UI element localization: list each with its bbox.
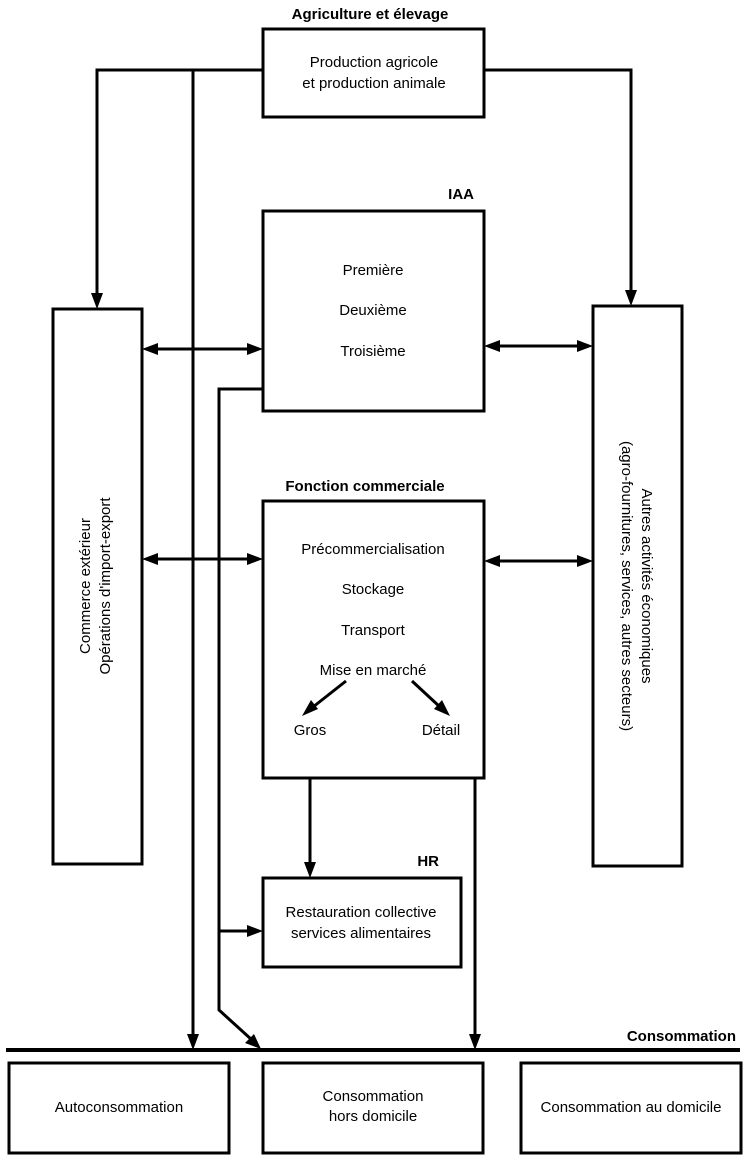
arrowhead: [247, 925, 263, 937]
agri-to-commerce-line: [95, 68, 263, 297]
mise-en-marche-to-detail-line: [410, 679, 442, 709]
iaa-item-deuxieme: Deuxième: [339, 302, 407, 319]
autres-activites-box: [591, 304, 684, 868]
iaa-box: [261, 209, 486, 413]
arrowhead: [245, 1034, 261, 1049]
arrowhead: [187, 1034, 199, 1050]
fonction-commerciale-box: [261, 499, 486, 780]
consommation-domicile-box: [519, 1061, 743, 1155]
domicile-label: Consommation au domicile: [541, 1099, 722, 1116]
arrowhead: [577, 555, 593, 567]
hors-domicile-line-1: Consommation: [323, 1088, 424, 1105]
mise-en-marche-to-gros-line: [312, 679, 347, 709]
consommation-hors-domicile-box: [261, 1061, 485, 1155]
hr-heading: HR: [417, 853, 439, 870]
fonction-item-precommercialisation: Précommercialisation: [301, 541, 444, 558]
arrowhead: [247, 553, 263, 565]
commerce-exterieur-box: [51, 307, 144, 866]
hr-line-1: Restauration collective: [286, 904, 437, 921]
arrowhead: [302, 700, 318, 716]
iaa-item-premiere: Première: [343, 262, 404, 279]
autres-line-2: (agro-fournitures, services, autres sect…: [618, 441, 635, 731]
fonction-item-mise-en-marche: Mise en marché: [320, 662, 427, 679]
autres-label-group: Autres activités économiques (agro-fourn…: [618, 441, 655, 731]
arrowhead: [142, 343, 158, 355]
hr-box: [261, 876, 463, 969]
hr-line-2: services alimentaires: [291, 925, 431, 942]
autoconsommation-box: [7, 1061, 231, 1155]
agri-to-autres-line: [484, 68, 633, 294]
agriculture-line-2: et production animale: [302, 75, 445, 92]
fonction-item-stockage: Stockage: [342, 581, 405, 598]
arrowhead: [142, 553, 158, 565]
fonction-detail: Détail: [422, 722, 460, 739]
arrowhead: [91, 293, 103, 309]
arrowhead: [625, 290, 637, 306]
agriculture-heading: Agriculture et élevage: [292, 6, 449, 23]
fonction-item-transport: Transport: [341, 622, 405, 639]
arrowhead: [304, 862, 316, 878]
hors-domicile-line-2: hors domicile: [329, 1108, 417, 1125]
arrowhead: [247, 343, 263, 355]
arrowhead: [484, 340, 500, 352]
agriculture-box: [261, 27, 486, 119]
agriculture-line-1: Production agricole: [310, 54, 438, 71]
fonction-gros: Gros: [294, 722, 327, 739]
fonction-heading: Fonction commerciale: [285, 478, 444, 495]
iaa-item-troisieme: Troisième: [340, 343, 405, 360]
commerce-line-1: Commerce extérieur: [77, 518, 94, 654]
iaa-heading: IAA: [448, 186, 474, 203]
commerce-label-group: Commerce extérieur Opérations d'import-e…: [77, 497, 114, 675]
autoconsommation-label: Autoconsommation: [55, 1099, 183, 1116]
arrowhead: [577, 340, 593, 352]
arrowhead: [469, 1034, 481, 1050]
consommation-heading: Consommation: [627, 1028, 736, 1045]
arrowhead: [484, 555, 500, 567]
arrowhead: [434, 700, 450, 716]
autres-line-1: Autres activités économiques: [638, 488, 655, 683]
commerce-line-2: Opérations d'import-export: [97, 497, 114, 675]
iaa-to-hors-domicile-line: [217, 387, 263, 1042]
